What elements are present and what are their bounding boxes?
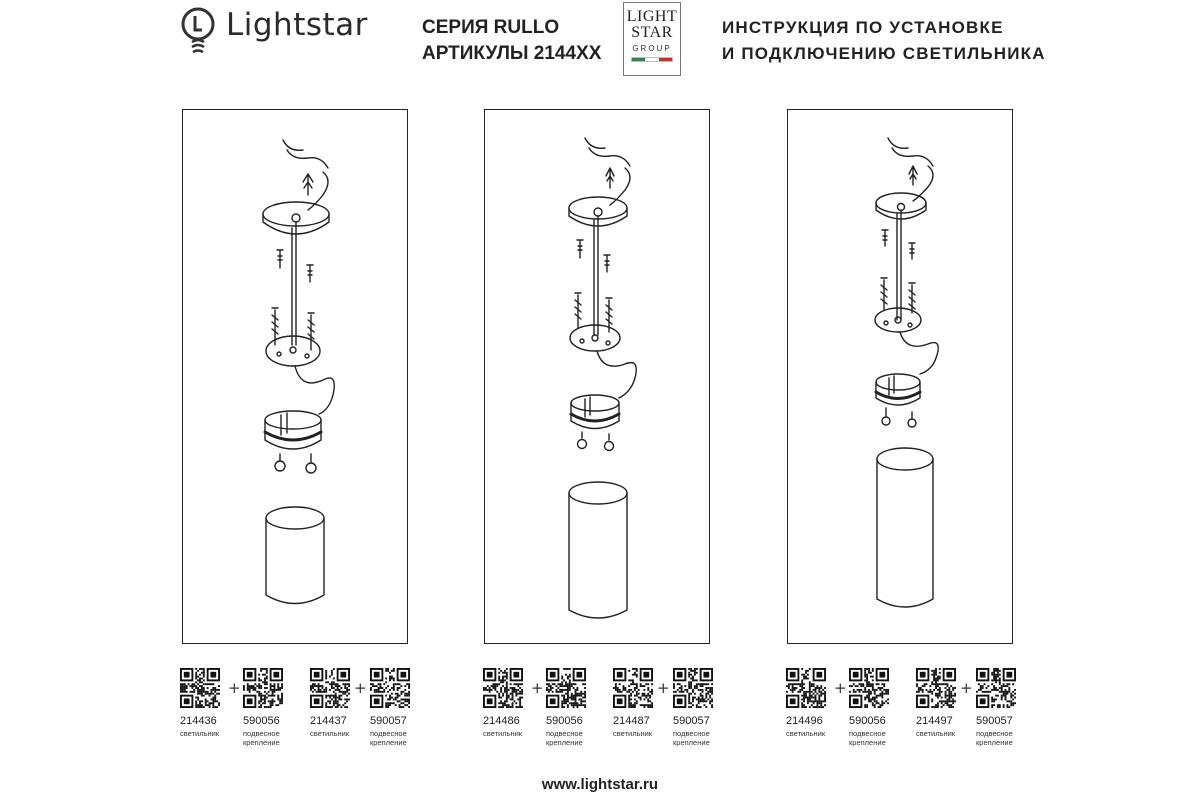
plus-sign: + [960, 679, 973, 697]
group-logo-line-1: LIGHT [626, 8, 678, 25]
assembly-panel-3 [787, 109, 1013, 644]
flag-red [658, 58, 672, 61]
series-block: СЕРИЯ RULLO АРТИКУЛЫ 2144XX [422, 15, 601, 67]
product-code-caption: светильник [786, 729, 826, 738]
lightstar-group-logo: LIGHT STAR GROUP [623, 2, 681, 76]
lightbulb-logo-icon [181, 7, 215, 54]
product-code-caption: подвесное крепление [849, 729, 886, 747]
product-code-item: 590056 подвесное крепление [243, 668, 289, 747]
product-code-number: 590056 [243, 715, 280, 727]
exploded-assembly-diagram-3 [874, 137, 939, 608]
product-code-number: 590056 [849, 715, 886, 727]
product-code-item: 214436 светильник [180, 668, 226, 738]
product-code-caption: подвесное крепление [673, 729, 710, 747]
qr-code-icon[interactable] [976, 668, 1016, 708]
product-code-caption: светильник [180, 729, 220, 738]
qr-code-icon[interactable] [613, 668, 653, 708]
codes-row-1: 214436 светильник + 590056 подвесное кре… [180, 668, 440, 758]
product-code-item: 214486 светильник [483, 668, 529, 738]
product-code-item: 590057 подвесное крепление [370, 668, 416, 747]
group-logo-line-3: GROUP [632, 44, 672, 53]
product-code-item: 590056 подвесное крепление [849, 668, 895, 747]
instructions-title-line-1: ИНСТРУКЦИЯ ПО УСТАНОВКЕ [722, 18, 1004, 37]
codes-row-3: 214496 светильник + 590056 подвесное кре… [786, 668, 1046, 758]
qr-code-icon[interactable] [483, 668, 523, 708]
product-code-item: 214487 светильник [613, 668, 659, 738]
product-code-number: 214437 [310, 715, 347, 727]
assembly-panel-2 [484, 109, 710, 644]
product-code-caption: светильник [916, 729, 956, 738]
exploded-assembly-diagram-1 [262, 139, 335, 605]
plus-sign: + [834, 679, 847, 697]
plus-sign: + [354, 679, 367, 697]
product-code-number: 214496 [786, 715, 823, 727]
product-code-item: 590057 подвесное крепление [976, 668, 1022, 747]
group-logo-line-2: STAR [631, 24, 673, 41]
series-title: СЕРИЯ RULLO [422, 17, 560, 38]
product-code-number: 590057 [976, 715, 1013, 727]
product-code-item: 590056 подвесное крепление [546, 668, 592, 747]
qr-code-icon[interactable] [673, 668, 713, 708]
instructions-title-line-2: И ПОДКЛЮЧЕНИЮ СВЕТИЛЬНИКА [722, 44, 1046, 63]
qr-code-icon[interactable] [916, 668, 956, 708]
qr-code-icon[interactable] [546, 668, 586, 708]
website-link[interactable]: www.lightstar.ru [541, 776, 659, 793]
product-code-caption: подвесное крепление [976, 729, 1013, 747]
instructions-title: ИНСТРУКЦИЯ ПО УСТАНОВКЕ И ПОДКЛЮЧЕНИЮ СВ… [722, 15, 1046, 67]
product-code-number: 590056 [546, 715, 583, 727]
plus-sign: + [657, 679, 670, 697]
product-code-item: 214437 светильник [310, 668, 356, 738]
product-code-caption: светильник [483, 729, 523, 738]
qr-code-icon[interactable] [786, 668, 826, 708]
flag-white [645, 58, 659, 61]
exploded-assembly-diagram-2 [568, 137, 637, 619]
product-code-number: 214487 [613, 715, 650, 727]
qr-code-icon[interactable] [243, 668, 283, 708]
qr-code-icon[interactable] [310, 668, 350, 708]
page-header: Lightstar СЕРИЯ RULLO АРТИКУЛЫ 2144XX LI… [0, 0, 1200, 90]
product-code-number: 214486 [483, 715, 520, 727]
product-code-number: 214497 [916, 715, 953, 727]
product-code-item: 590057 подвесное крепление [673, 668, 719, 747]
codes-row-2: 214486 светильник + 590056 подвесное кре… [483, 668, 743, 758]
qr-code-icon[interactable] [180, 668, 220, 708]
plus-sign: + [531, 679, 544, 697]
product-code-caption: подвесное крепление [546, 729, 583, 747]
product-code-number: 590057 [370, 715, 407, 727]
product-code-caption: светильник [310, 729, 350, 738]
product-code-item: 214496 светильник [786, 668, 832, 738]
italian-flag-stripe [631, 57, 673, 62]
product-code-number: 590057 [673, 715, 710, 727]
flag-green [632, 58, 646, 61]
qr-code-icon[interactable] [370, 668, 410, 708]
product-code-item: 214497 светильник [916, 668, 962, 738]
plus-sign: + [228, 679, 241, 697]
product-code-caption: подвесное крепление [243, 729, 280, 747]
qr-code-icon[interactable] [849, 668, 889, 708]
brand-name: Lightstar [226, 7, 368, 43]
product-code-caption: подвесное крепление [370, 729, 407, 747]
series-articles: АРТИКУЛЫ 2144XX [422, 43, 602, 64]
product-code-caption: светильник [613, 729, 653, 738]
assembly-panel-1 [182, 109, 408, 644]
product-code-number: 214436 [180, 715, 217, 727]
